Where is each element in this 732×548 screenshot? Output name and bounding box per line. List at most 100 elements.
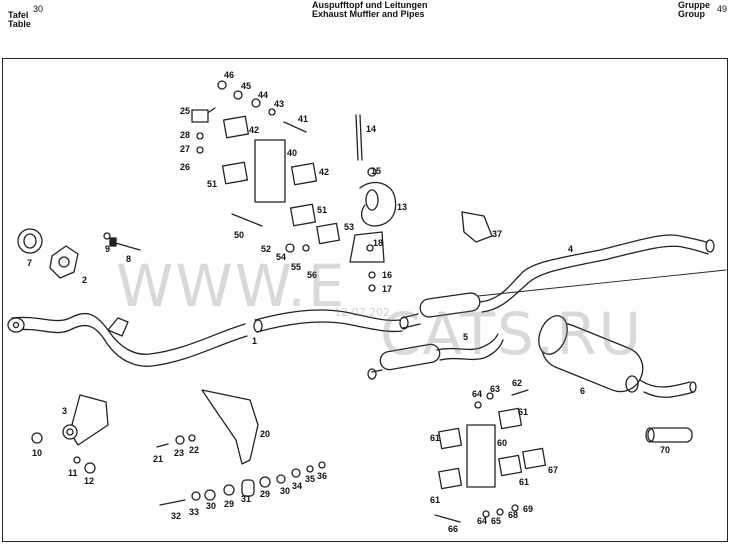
bolt-32 bbox=[159, 499, 186, 506]
rubber-block-60 bbox=[466, 424, 496, 488]
part-number-label: 30 bbox=[206, 501, 216, 511]
bolt-21 bbox=[156, 443, 169, 448]
bracket-3 bbox=[62, 394, 109, 446]
part-number-label: 29 bbox=[260, 489, 270, 499]
part-number-label: 25 bbox=[180, 106, 190, 116]
part-number-label: 64 bbox=[472, 389, 482, 399]
gasket-2 bbox=[49, 245, 79, 279]
part-number-label: 15 bbox=[371, 166, 381, 176]
bolt-41 bbox=[283, 121, 307, 133]
part-number-label: 37 bbox=[492, 229, 502, 239]
part-number-label: 64 bbox=[477, 516, 487, 526]
pad-42-upper bbox=[222, 115, 250, 139]
part-number-label: 16 bbox=[382, 270, 392, 280]
part-number-label: 62 bbox=[512, 378, 522, 388]
pipe-5 bbox=[367, 333, 504, 380]
part-number-label: 61 bbox=[430, 433, 440, 443]
part-number-label: 17 bbox=[382, 284, 392, 294]
part-number-label: 51 bbox=[207, 179, 217, 189]
part-number-label: 8 bbox=[126, 254, 131, 264]
part-number-label: 44 bbox=[258, 90, 268, 100]
table-label-de: Tafel bbox=[8, 10, 29, 20]
part-number-label: 35 bbox=[305, 474, 315, 484]
part-number-label: 51 bbox=[317, 205, 327, 215]
part-number-label: 66 bbox=[448, 524, 458, 534]
rear-muffler bbox=[538, 315, 697, 398]
pad-53 bbox=[316, 222, 341, 245]
part-number-label: 52 bbox=[261, 244, 271, 254]
front-pipe-rear bbox=[253, 309, 403, 333]
tail-sleeve bbox=[645, 427, 693, 443]
table-label-en-row: Table bbox=[3, 9, 31, 29]
ring-7 bbox=[17, 228, 43, 254]
part-number-label: 50 bbox=[234, 230, 244, 240]
part-number-label: 30 bbox=[280, 486, 290, 496]
part-number-label: 70 bbox=[660, 445, 670, 455]
part-number-label: 42 bbox=[319, 167, 329, 177]
part-number-label: 42 bbox=[249, 125, 259, 135]
part-number-label: 11 bbox=[68, 468, 78, 478]
part-number-label: 6 bbox=[580, 386, 585, 396]
part-number-label: 9 bbox=[105, 244, 110, 254]
nut-12 bbox=[84, 462, 96, 474]
bolt-66 bbox=[434, 514, 461, 523]
bolt-14 bbox=[355, 114, 359, 161]
part-number-label: 61 bbox=[518, 407, 528, 417]
part-number-label: 10 bbox=[32, 448, 42, 458]
bolt-10 bbox=[31, 432, 43, 444]
separator-line bbox=[439, 269, 727, 301]
bracket-20 bbox=[201, 389, 259, 465]
part-number-label: 4 bbox=[568, 244, 573, 254]
part-number-label: 32 bbox=[171, 511, 181, 521]
watermark-left: WWW.E bbox=[116, 252, 347, 320]
part-number-label: 67 bbox=[548, 465, 558, 475]
part-number-label: 18 bbox=[373, 238, 383, 248]
part-number-label: 65 bbox=[491, 516, 501, 526]
part-number-label: 20 bbox=[260, 429, 270, 439]
watermark-right: CATS.RU bbox=[380, 300, 644, 368]
part-number-label: 40 bbox=[287, 148, 297, 158]
part-number-label: 33 bbox=[189, 507, 199, 517]
part-number-label: 5 bbox=[463, 332, 468, 342]
part-number-label: 53 bbox=[344, 222, 354, 232]
part-number-label: 54 bbox=[276, 252, 286, 262]
part-number-label: 23 bbox=[174, 448, 184, 458]
table-label-en: Table bbox=[8, 19, 31, 29]
part-number-label: 1 bbox=[252, 336, 257, 346]
pad-51-right bbox=[289, 203, 317, 227]
rubber-mount-37 bbox=[461, 211, 493, 243]
part-number-label: 68 bbox=[508, 510, 518, 520]
table-number: 30 bbox=[33, 4, 44, 14]
part-number-label: 7 bbox=[27, 258, 32, 268]
part-number-label: 27 bbox=[180, 144, 190, 154]
part-number-label: 22 bbox=[189, 445, 199, 455]
part-number-label: 31 bbox=[241, 494, 251, 504]
group-label-de: Gruppe bbox=[678, 0, 711, 10]
part-number-label: 69 bbox=[523, 504, 533, 514]
bolt-62 bbox=[511, 389, 529, 396]
pad-51-left bbox=[221, 161, 249, 185]
bolt-50 bbox=[231, 213, 263, 227]
part-number-label: 21 bbox=[153, 454, 163, 464]
part-number-label: 14 bbox=[366, 124, 376, 134]
part-number-label: 45 bbox=[241, 81, 251, 91]
bolt-8 bbox=[111, 241, 141, 251]
title-de: Auspufftopf und Leitungen bbox=[312, 0, 428, 10]
part-number-label: 26 bbox=[180, 162, 190, 172]
part-number-label: 28 bbox=[180, 130, 190, 140]
part-number-label: 29 bbox=[224, 499, 234, 509]
part-number-label: 34 bbox=[292, 481, 302, 491]
title-en: Exhaust Muffler and Pipes bbox=[312, 9, 425, 19]
part-number-label: 2 bbox=[82, 275, 87, 285]
diagram-frame bbox=[2, 58, 728, 542]
part-number-label: 55 bbox=[291, 262, 301, 272]
washer-11 bbox=[73, 456, 81, 464]
part-number-label: 46 bbox=[224, 70, 234, 80]
intermediate-pipe bbox=[399, 234, 715, 330]
part-number-label: 3 bbox=[62, 406, 67, 416]
part-number-label: 36 bbox=[317, 471, 327, 481]
part-number-label: 12 bbox=[84, 476, 94, 486]
part-number-label: 60 bbox=[497, 438, 507, 448]
rubber-block-40 bbox=[254, 139, 286, 203]
